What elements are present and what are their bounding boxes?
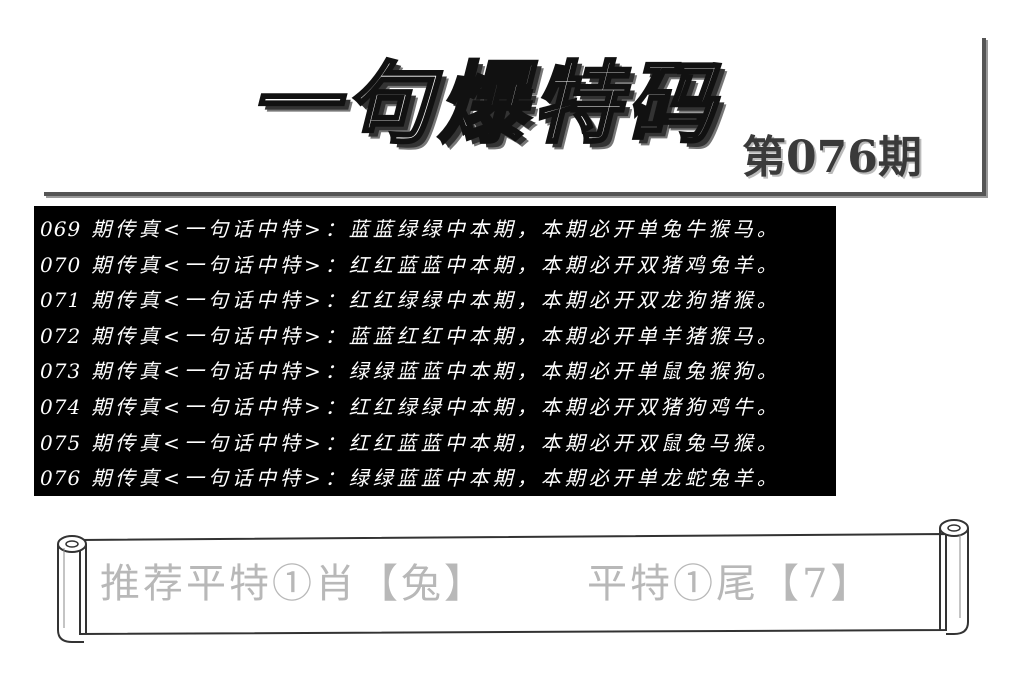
record-text: 期传真<一句话中特>：绿绿蓝蓝中本期，本期必开单鼠兔猴狗。 (91, 359, 781, 384)
issue-label: 第076期 (742, 132, 922, 183)
record-row: 075 期传真<一句话中特>：红红蓝蓝中本期，本期必开双鼠兔马猴。 (40, 426, 836, 462)
scroll-graphic (57, 519, 969, 643)
record-number: 073 (40, 359, 82, 384)
recommend-text: 推荐平特①肖【兔】 平特①尾【7】 (100, 556, 960, 612)
records-panel: 069 期传真<一句话中特>：蓝蓝绿绿中本期，本期必开单兔牛猴马。 070 期传真<… (34, 206, 836, 496)
record-row: 069 期传真<一句话中特>：蓝蓝绿绿中本期，本期必开单兔牛猴马。 (40, 212, 836, 248)
record-row: 073 期传真<一句话中特>：绿绿蓝蓝中本期，本期必开单鼠兔猴狗。 (40, 354, 836, 390)
record-text: 期传真<一句话中特>：蓝蓝绿绿中本期，本期必开单兔牛猴马。 (91, 217, 781, 241)
record-number: 075 (40, 430, 82, 455)
record-row: 072 期传真<一句话中特>：蓝蓝红红中本期，本期必开单羊猪猴马。 (40, 319, 836, 355)
main-title: 一句爆特码 (249, 50, 721, 157)
record-row: 070 期传真<一句话中特>：红红蓝蓝中本期，本期必开双猪鸡兔羊。 (40, 248, 836, 284)
record-row: 076 期传真<一句话中特>：绿绿蓝蓝中本期，本期必开单龙蛇兔羊。 (40, 461, 836, 497)
recommend-zodiac: 推荐平特①肖【兔】 (100, 561, 487, 607)
record-row: 074 期传真<一句话中特>：红红绿绿中本期，本期必开双猪狗鸡牛。 (40, 390, 836, 426)
record-number: 071 (40, 288, 82, 313)
record-number: 069 (40, 217, 82, 241)
record-number: 072 (40, 323, 82, 348)
record-text: 期传真<一句话中特>：红红绿绿中本期，本期必开双猪狗鸡牛。 (91, 394, 781, 419)
record-row: 071 期传真<一句话中特>：红红绿绿中本期，本期必开双龙狗猪猴。 (40, 283, 836, 319)
recommend-tail: 平特①尾【7】 (587, 561, 874, 607)
record-number: 070 (40, 252, 82, 277)
record-text: 期传真<一句话中特>：红红绿绿中本期，本期必开双龙狗猪猴。 (91, 288, 781, 313)
recommend-scroll: 推荐平特①肖【兔】 平特①尾【7】 (54, 518, 974, 648)
header-box (44, 38, 986, 196)
record-text: 期传真<一句话中特>：红红蓝蓝中本期，本期必开双猪鸡兔羊。 (91, 252, 781, 277)
record-number: 074 (40, 394, 82, 419)
record-text: 期传真<一句话中特>：红红蓝蓝中本期，本期必开双鼠兔马猴。 (91, 430, 781, 455)
record-text: 期传真<一句话中特>：绿绿蓝蓝中本期，本期必开单龙蛇兔羊。 (91, 466, 781, 491)
record-text: 期传真<一句话中特>：蓝蓝红红中本期，本期必开单羊猪猴马。 (91, 323, 781, 348)
record-number: 076 (40, 466, 82, 491)
